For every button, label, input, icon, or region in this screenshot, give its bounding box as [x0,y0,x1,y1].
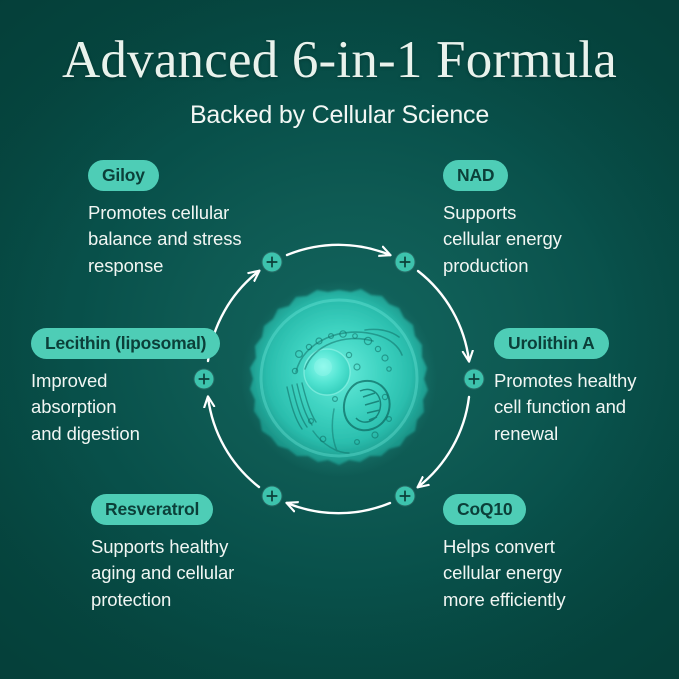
ingredient-label-giloy[interactable]: Giloy [88,160,159,192]
page-title: Advanced 6-in-1 Formula [61,31,618,89]
plus-icon [198,373,210,385]
plus-icon [399,256,411,268]
ingredient-label-resveratrol[interactable]: Resveratrol [91,494,214,526]
arrow-resveratrol-to-lecithin [208,397,261,489]
ingredient-description-resveratrol: Supports healthy aging and cellular prot… [91,536,235,610]
ingredient-label-coq10[interactable]: CoQ10 [443,494,527,526]
ingredient-urolithin-a: Urolithin A Promotes healthy cell functi… [494,328,636,447]
node-resveratrol[interactable] [262,486,282,506]
header: Advanced 6-in-1 Formula Backed by Cellul… [0,0,679,130]
ingredient-label-lecithin[interactable]: Lecithin (liposomal) [31,328,221,360]
ingredient-description-lecithin: Improved absorption and digestion [31,370,140,444]
ingredient-giloy: Giloy Promotes cellular balance and stre… [88,160,242,279]
arrow-coq10-to-resveratrol [287,503,392,515]
plus-icon [266,490,278,502]
ingredient-description-giloy: Promotes cellular balance and stress res… [88,202,242,276]
node-lecithin[interactable] [194,369,214,389]
animal-cell-illustration [239,279,439,479]
ingredient-label-urolithin-a[interactable]: Urolithin A [494,328,609,360]
ingredient-lecithin: Lecithin (liposomal) Improved absorption… [31,328,221,447]
arrow-nad-to-urolithin [416,269,469,361]
ingredient-description-nad: Supports cellular energy production [443,202,562,276]
arrow-urolithin-to-coq10 [418,395,471,487]
node-coq10[interactable] [395,486,415,506]
ingredient-label-nad[interactable]: NAD [443,160,509,192]
ingredient-resveratrol: Resveratrol Supports healthy aging and c… [91,494,234,613]
plus-icon [399,490,411,502]
node-nad[interactable] [395,252,415,272]
arrow-giloy-to-nad [285,243,390,255]
ingredient-coq10: CoQ10 Helps convert cellular energy more… [443,494,566,613]
ingredient-nad: NAD Supports cellular energy production [443,160,562,279]
node-urolithin[interactable] [464,369,484,389]
plus-icon [266,256,278,268]
node-giloy[interactable] [262,252,282,272]
page-subtitle: Backed by Cellular Science [189,101,490,129]
plus-icon [468,373,480,385]
ingredient-description-coq10: Helps convert cellular energy more effic… [443,536,566,610]
ingredient-description-urolithin-a: Promotes healthy cell function and renew… [494,370,637,444]
